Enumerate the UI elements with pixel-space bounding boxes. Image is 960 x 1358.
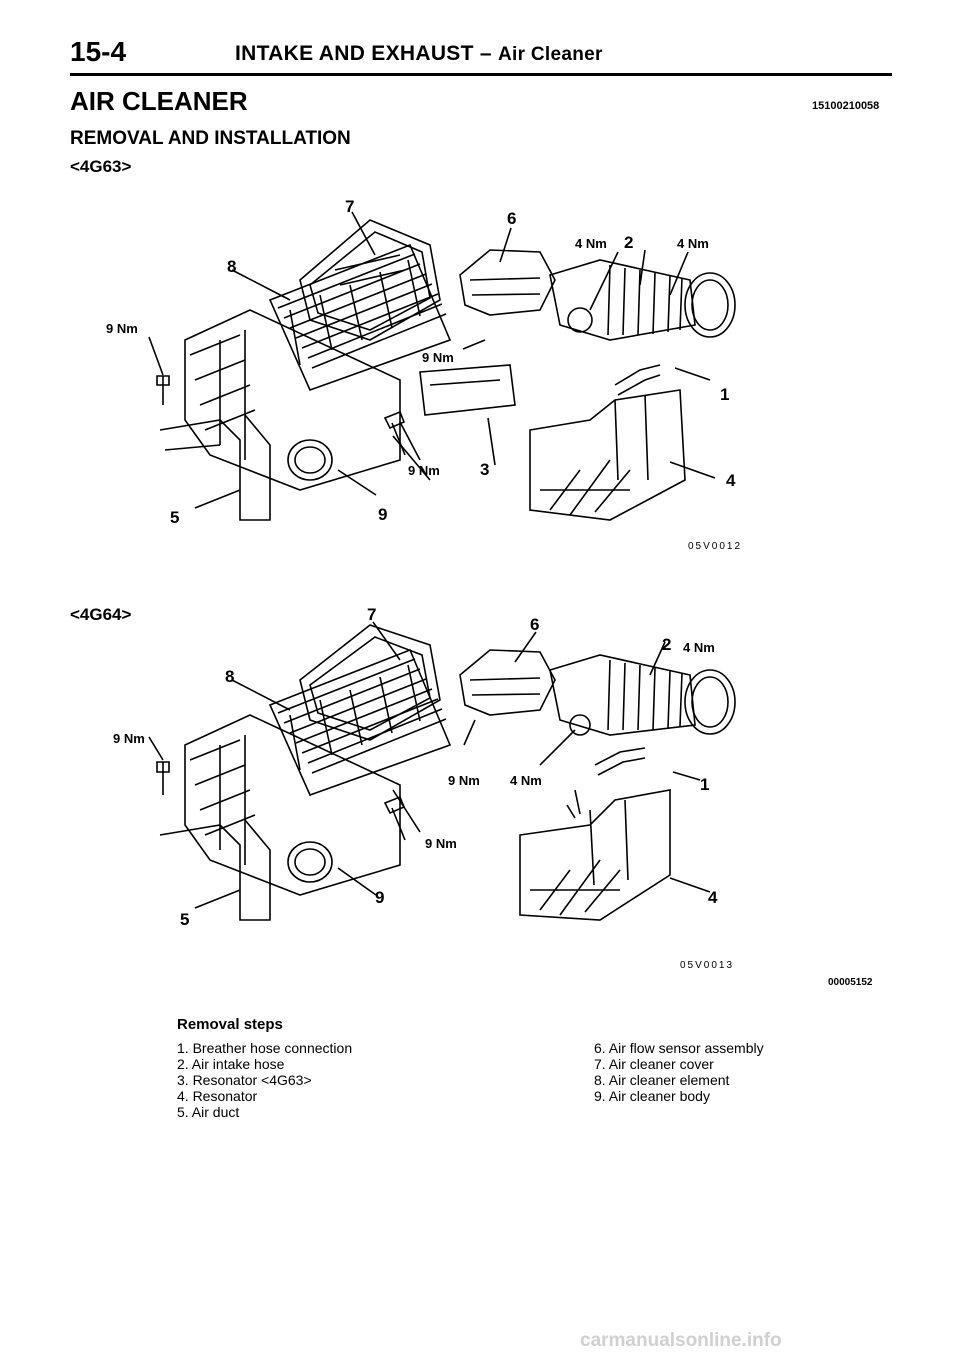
removal-step: 5. Air duct xyxy=(177,1104,240,1120)
callout-1: 1 xyxy=(720,385,729,404)
callout-5: 5 xyxy=(170,508,179,527)
callout-7: 7 xyxy=(345,197,354,216)
chapter-title-text: INTAKE AND EXHAUST xyxy=(235,42,474,65)
removal-step: 2. Air intake hose xyxy=(177,1056,285,1072)
callout-9: 9 xyxy=(375,888,384,907)
torque-label: 4 Nm xyxy=(683,640,715,655)
callout-8: 8 xyxy=(227,257,236,276)
torque-label: 4 Nm xyxy=(510,773,542,788)
page-number: 15-4 xyxy=(70,36,127,67)
torque-label: 9 Nm xyxy=(106,321,138,336)
footer-watermark: carmanualsonline.info xyxy=(580,1330,782,1351)
chapter-title: INTAKE AND EXHAUST – Air Cleaner xyxy=(235,42,603,66)
removal-steps-right: 6. Air flow sensor assembly 7. Air clean… xyxy=(594,1040,764,1104)
removal-steps-left: 1. Breather hose connection 2. Air intak… xyxy=(177,1040,352,1120)
callout-8: 8 xyxy=(225,667,234,686)
callout-2: 2 xyxy=(624,233,633,252)
diagram-drawing xyxy=(148,621,736,921)
callout-9: 9 xyxy=(378,505,387,524)
callout-7: 7 xyxy=(367,605,376,624)
torque-label: 9 Nm xyxy=(422,350,454,365)
removal-step: 3. Resonator <4G63> xyxy=(177,1072,312,1088)
chapter-subtitle: Air Cleaner xyxy=(498,44,603,65)
removal-step: 7. Air cleaner cover xyxy=(594,1056,714,1072)
figure-variant-4g64: <4G64> xyxy=(70,605,132,624)
document-code: 00005152 xyxy=(828,977,873,988)
diagram-4g64: 7 6 8 2 1 4 5 9 4 Nm 9 Nm 9 Nm 4 Nm 9 Nm xyxy=(113,605,736,929)
removal-step: 1. Breather hose connection xyxy=(177,1040,353,1056)
diagram-callouts: 7 6 8 2 1 4 3 5 9 4 Nm 4 Nm 9 Nm 9 Nm 9 … xyxy=(106,197,736,527)
diagram-4g63: 7 6 8 2 1 4 3 5 9 4 Nm 4 Nm 9 Nm 9 Nm 9 … xyxy=(106,197,736,527)
callout-5: 5 xyxy=(180,910,189,929)
title-dash: – xyxy=(479,42,492,65)
callout-3: 3 xyxy=(480,460,489,479)
diagram-drawing xyxy=(148,211,736,521)
removal-step: 6. Air flow sensor assembly xyxy=(594,1040,764,1056)
callout-6: 6 xyxy=(507,209,516,228)
callout-4: 4 xyxy=(726,471,736,490)
removal-step: 8. Air cleaner element xyxy=(594,1072,730,1088)
callout-4: 4 xyxy=(708,888,718,907)
diagram-callouts: 7 6 8 2 1 4 5 9 4 Nm 9 Nm 9 Nm 4 Nm 9 Nm xyxy=(113,605,718,929)
torque-label: 4 Nm xyxy=(677,236,709,251)
callout-1: 1 xyxy=(700,775,709,794)
figure-code: 05V0013 xyxy=(680,960,735,971)
torque-label: 9 Nm xyxy=(408,463,440,478)
callout-2: 2 xyxy=(662,635,671,654)
removal-step: 4. Resonator xyxy=(177,1088,258,1104)
removal-steps-heading: Removal steps xyxy=(177,1016,283,1033)
header-rule xyxy=(70,73,892,76)
section-subtitle: REMOVAL AND INSTALLATION xyxy=(70,128,351,149)
torque-label: 9 Nm xyxy=(113,731,145,746)
callout-6: 6 xyxy=(530,615,539,634)
torque-label: 4 Nm xyxy=(575,236,607,251)
figure-code: 05V0012 xyxy=(688,541,743,552)
figure-variant-4g63: <4G63> xyxy=(70,157,132,176)
section-title: AIR CLEANER xyxy=(70,86,248,116)
removal-step: 9. Air cleaner body xyxy=(594,1088,710,1104)
torque-label: 9 Nm xyxy=(448,773,480,788)
section-code: 15100210058 xyxy=(812,100,880,112)
torque-label: 9 Nm xyxy=(425,836,457,851)
